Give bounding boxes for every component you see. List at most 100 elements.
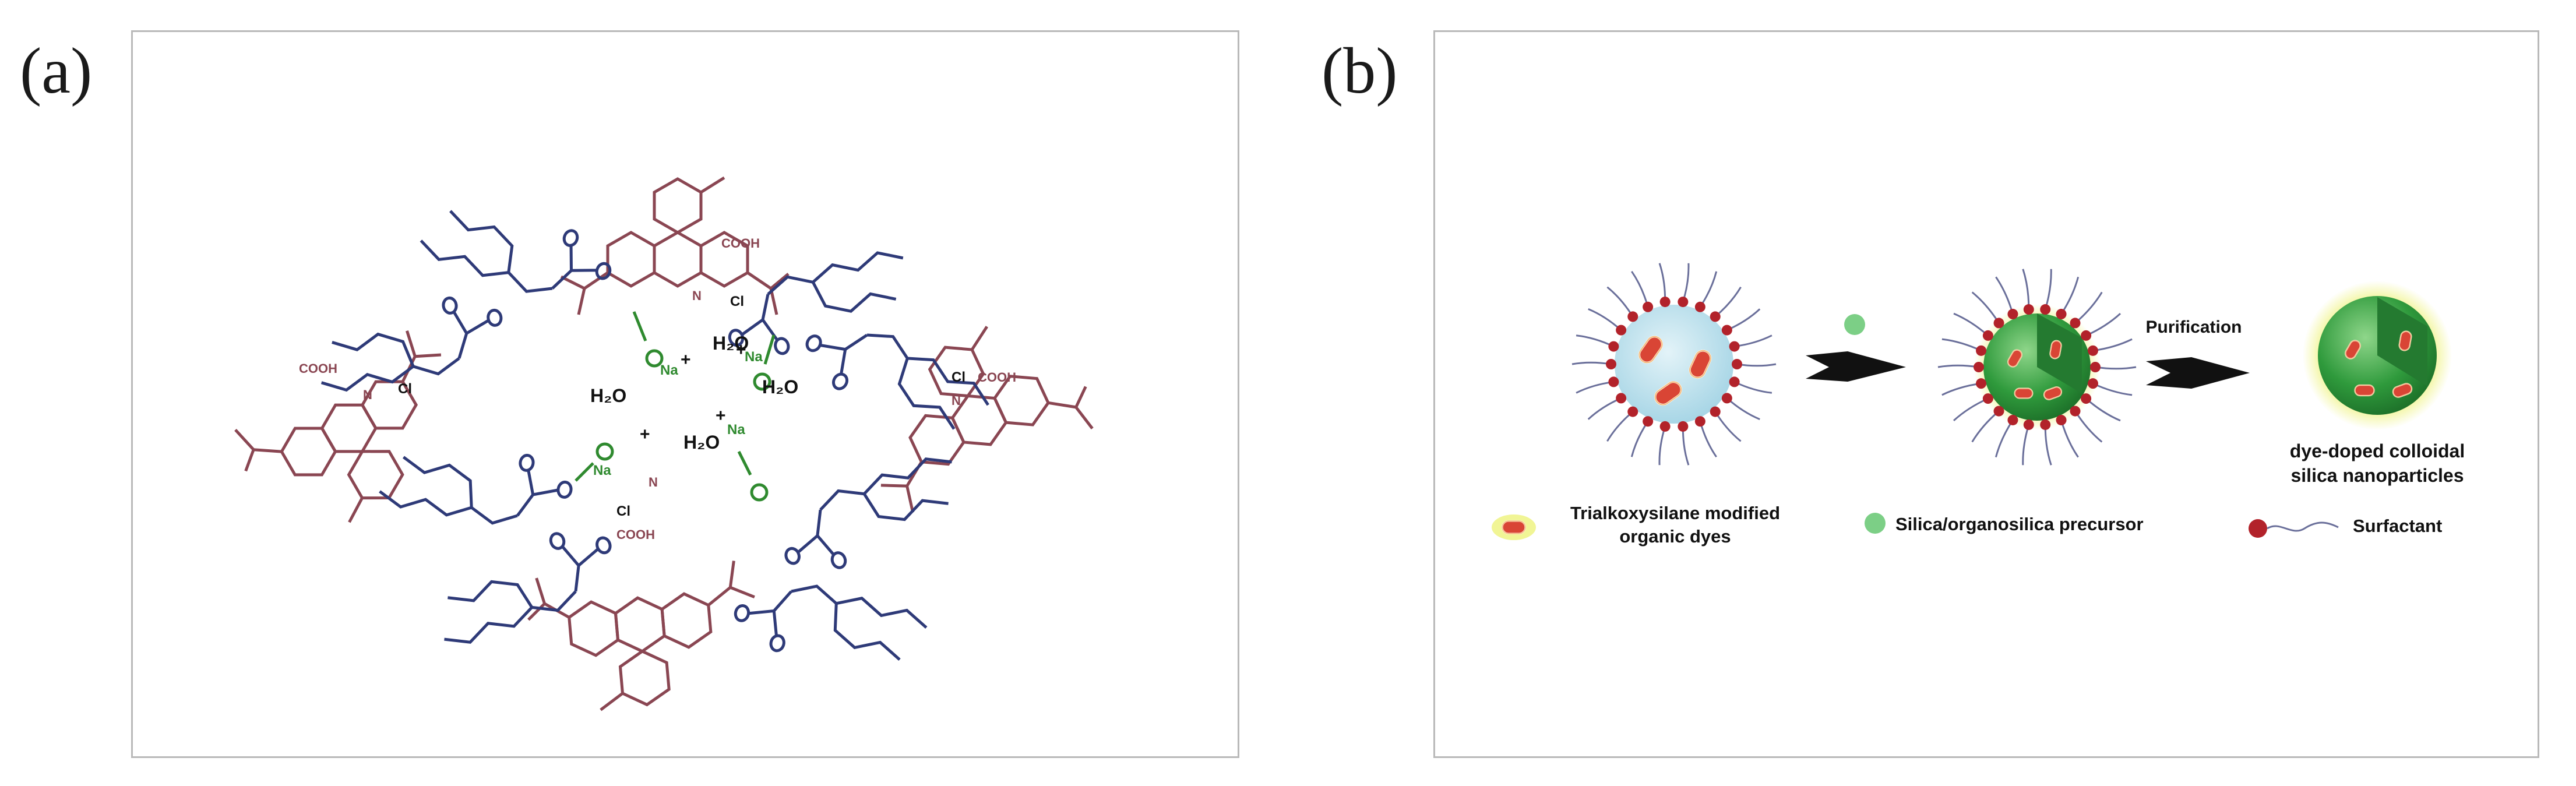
surfactant-head [1729,341,1740,352]
surfactant-tail [1699,421,1717,458]
surfactant-head [1608,341,1619,352]
surfactant-tail [1953,397,1989,422]
surfactant-head [1627,311,1638,322]
rhodamine-left [225,322,491,555]
aot-rhodamine-complex-structure: COOH COOH COOH COOH N N N N Cl Cl Cl Cl … [133,32,1238,756]
surfactant-tail [1630,421,1649,457]
surfactant-head [1710,406,1721,417]
charge-plus-1: + [681,350,691,369]
surfactant-head [1732,359,1742,369]
charge-plus-2: + [736,340,746,359]
panel-b-letter: (b) [1322,35,1398,107]
surfactant-tail [1576,380,1614,394]
charge-plus-3: + [640,425,650,444]
surfactant-tail [1994,420,2014,458]
na-label-2: Na [745,349,763,365]
surfactant-tail [2060,420,2079,458]
surfactant-head [2087,378,2098,389]
surfactant-tail [1941,382,1982,396]
legend: Trialkoxysilane modified organic dyes Si… [1492,503,2442,547]
surfactant-head [1616,325,1627,336]
surfactant-head [1659,421,1671,432]
surfactant-head [2087,345,2098,356]
surfactant-tail [1736,363,1777,367]
surfactant-head [1976,378,1987,389]
surfactant-tail [1571,361,1612,365]
surfactant-tail [1941,338,1982,352]
water-label-2: H₂O [590,385,626,406]
surfactant-tail [2092,382,2133,396]
surfactant-tail [1682,426,1690,466]
cl-label-4: Cl [616,503,630,519]
surfactant-head [2023,304,2034,315]
surfactant-tail [1576,334,1615,347]
surfactant-head [1710,311,1721,322]
surfactant-tail [1726,397,1760,420]
surfactant-tail [1606,286,1634,318]
cooh-label-3: COOH [978,370,1016,385]
surfactant-head [2007,309,2018,320]
surfactant-tail [1971,291,2000,324]
n-label-4: N [649,475,658,489]
legend-dye-line1: Trialkoxysilane modified [1570,503,1780,523]
surfactant-head [1608,376,1619,387]
legend-precursor-label: Silica/organosilica precursor [1895,514,2144,534]
water-label-1: H₂O [713,333,749,354]
surfactant-head [2056,414,2067,425]
dye-doped-nanoparticle [2303,281,2452,430]
surfactant-tail [1588,308,1622,331]
surfactant-head [2040,419,2051,430]
dioctyl-chains [311,183,993,686]
surfactant-tail [2092,338,2133,352]
surfactant-tail [2085,312,2122,337]
surfactant-head [2023,419,2034,430]
cl-label-1: Cl [730,294,744,309]
surfactant-tail [2044,269,2052,310]
surfactant-tail [1699,271,1718,308]
arrow-step-2 [2146,357,2250,389]
panel-a-frame: COOH COOH COOH COOH N N N N Cl Cl Cl Cl … [131,30,1239,758]
surfactant-head [1974,362,1984,372]
surfactant-tail [2022,269,2030,310]
water-label-4: H₂O [683,432,720,453]
surfactant-tail [1631,270,1649,308]
surfactant-head [2081,393,2092,404]
sulfonate-groups [575,311,776,502]
legend-surfactant-label: Surfactant [2353,516,2442,536]
rhodamine-right [839,299,1103,520]
surfactant-tail [1714,411,1742,442]
n-label-3: N [363,387,372,402]
panel-a-letter: (a) [20,35,93,107]
surfactant-tail [1658,263,1666,302]
surfactant-head [1721,325,1732,336]
surfactant-tail [1587,397,1622,420]
surfactant-head [1694,416,1705,427]
surfactant-tail [2074,291,2103,324]
surfactant-head [1982,393,1993,404]
surfactant-tail [1682,263,1690,302]
surfactant-head [1606,359,1616,369]
surfactant-tail [2022,424,2030,466]
surfactant-head [1694,301,1705,312]
surfactant-head [1659,297,1671,308]
surfactant-head [1729,376,1740,387]
surfactant-head [2040,304,2051,315]
surfactant-head [1678,421,1689,432]
surfactant-head [2007,414,2018,425]
water-label-3: H₂O [762,376,798,397]
surfactant-head [2081,330,2092,341]
surfactant-head [2056,309,2067,320]
surfactant-head [1678,297,1689,308]
charge-plus-4: + [716,406,726,425]
n-label-1: N [692,288,702,303]
cl-label-3: Cl [952,369,965,385]
na-label-1: Na [660,362,678,378]
surfactant-tail [2044,424,2052,466]
panel-b-frame: Purification dye-doped colloidal silica … [1433,30,2539,758]
dye-capsule-icon [1492,514,1536,540]
cooh-label-4: COOH [616,527,655,542]
precursor-sphere [1844,314,1865,335]
precursor-sphere-icon [1865,513,1886,534]
surfactant-head [1616,393,1627,404]
surfactant-tail [1733,381,1772,394]
